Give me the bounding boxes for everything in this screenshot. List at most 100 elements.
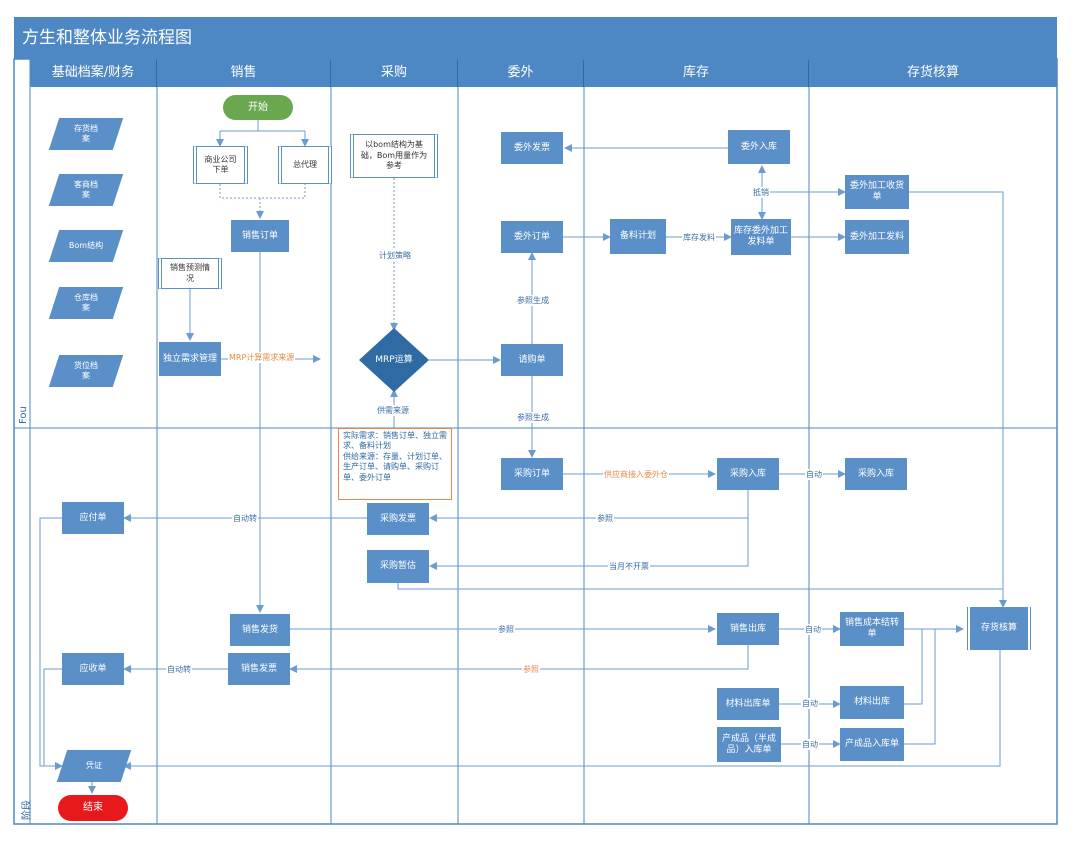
- edge-auto-3: 自动: [801, 698, 819, 709]
- independent-demand-label: 独立需求管理: [162, 353, 217, 364]
- material-plan-node[interactable]: 备料计划: [610, 219, 666, 254]
- purchase-order-node[interactable]: 采购订单: [501, 458, 563, 490]
- page-title: 方生和整体业务流程图: [14, 17, 1057, 59]
- sales-delivery-node[interactable]: 销售发货: [230, 614, 290, 646]
- acc-sales-cost-node[interactable]: 销售成本结转单: [840, 612, 904, 646]
- sales-order-label: 销售订单: [241, 230, 278, 241]
- receivable-label: 应收单: [79, 663, 107, 674]
- edge-auto-transfer-2: 自动转: [166, 664, 192, 675]
- purchase-invoice-label: 采购发票: [379, 513, 416, 524]
- product-in-label: 产成品（半成 品）入库单: [721, 733, 776, 755]
- edge-mrp-source: MRP计算需求来源: [228, 352, 296, 363]
- receivable-node[interactable]: 应收单: [62, 653, 124, 685]
- purchase-request-node[interactable]: 请购单: [501, 344, 563, 376]
- edge-supply-source: 供需来源: [376, 405, 410, 416]
- outsource-invoice-label: 委外发票: [513, 142, 550, 153]
- start-node[interactable]: 开始: [223, 95, 293, 120]
- acc-outsource-receipt-node[interactable]: 委外加工收货 单: [845, 175, 909, 209]
- edge-ref-gen-2: 参照生成: [516, 412, 550, 423]
- end-node-label: 结束: [83, 802, 103, 813]
- purchase-order-label: 采购订单: [513, 468, 550, 479]
- acc-product-in-label: 产成品入库单: [844, 739, 899, 750]
- lane-header-sales: 销售: [157, 59, 331, 87]
- edge-supplier-receipt: 供应商接入委外仓: [603, 469, 669, 480]
- outsource-order-label: 委外订单: [513, 231, 550, 242]
- sales-issue-inv-node[interactable]: 销售出库: [717, 613, 779, 645]
- bom-basis-node[interactable]: 以bom结构为基 础，Bom用量作为 参考: [350, 134, 438, 178]
- sales-forecast-node[interactable]: 销售预测情 况: [158, 258, 222, 289]
- edge-auto-4: 自动: [801, 739, 819, 750]
- edge-ref-2: 参照: [497, 624, 515, 635]
- voucher-label: 凭证: [86, 760, 102, 770]
- acc-sales-cost-label: 销售成本结转单: [844, 618, 899, 639]
- outsource-receipt-node[interactable]: 委外入库: [728, 130, 790, 164]
- purchase-estimate-node[interactable]: 采购暂估: [367, 550, 429, 583]
- bom-node[interactable]: Bom结构: [48, 230, 124, 262]
- purchase-receipt-inv-label: 采购入库: [729, 468, 766, 479]
- material-plan-label: 备料计划: [619, 231, 656, 242]
- start-node-label: 开始: [248, 101, 268, 113]
- material-out-label: 材料出库单: [725, 698, 771, 709]
- lane-header-accounting: 存货核算: [809, 59, 1057, 87]
- acc-purchase-receipt-node[interactable]: 采购入库: [845, 458, 907, 490]
- mrp-diamond: [359, 328, 429, 392]
- general-agent-node[interactable]: 总代理: [278, 146, 332, 184]
- company-order-node[interactable]: 商业公司 下单: [193, 146, 248, 184]
- supply-demand-note: 实际需求：销售订单、独立需 求、备料计划 供给来源：存量、计划订单、 生产订单、…: [338, 428, 452, 500]
- edge-plan-strategy: 计划策略: [378, 250, 412, 261]
- stage-label-2: 阶段: [22, 800, 33, 820]
- outsource-order-node[interactable]: 委外订单: [501, 221, 563, 253]
- lane-header-purchase: 采购: [331, 59, 458, 87]
- edge-auto-2: 自动: [804, 624, 822, 635]
- inventory-file-node[interactable]: 存货档 案: [48, 118, 124, 150]
- independent-demand-node[interactable]: 独立需求管理: [159, 342, 221, 376]
- lane-header-inventory: 库存: [584, 59, 809, 87]
- material-out-node[interactable]: 材料出库单: [717, 688, 779, 720]
- lane-header-basic: 基础档案/财务: [30, 59, 157, 87]
- payable-label: 应付单: [79, 512, 107, 523]
- payable-node[interactable]: 应付单: [62, 502, 124, 534]
- inventory-accounting-node[interactable]: 存货核算: [965, 607, 1033, 650]
- purchase-invoice-node[interactable]: 采购发票: [367, 503, 429, 535]
- sales-order-node[interactable]: 销售订单: [231, 220, 289, 252]
- sales-issue-inv-label: 销售出库: [729, 623, 766, 634]
- sales-invoice-node[interactable]: 销售发票: [228, 653, 290, 685]
- customer-file-label: 客商档 案: [74, 179, 98, 199]
- outsource-material-issue-label: 库存委外加工 发料单: [734, 226, 789, 247]
- edge-stock-issue: 库存发料: [682, 232, 716, 243]
- inventory-file-label: 存货档 案: [74, 123, 98, 143]
- sales-invoice-label: 销售发票: [240, 663, 277, 674]
- acc-purchase-receipt-label: 采购入库: [857, 468, 894, 479]
- outsource-receipt-label: 委外入库: [740, 141, 777, 152]
- acc-material-out-node[interactable]: 材料出库: [840, 686, 904, 719]
- voucher-node[interactable]: 凭证: [56, 750, 132, 782]
- purchase-request-label: 请购单: [518, 354, 546, 365]
- edge-auto-1: 自动: [805, 469, 823, 480]
- edge-ref-gen-1: 参照生成: [516, 295, 550, 306]
- purchase-estimate-label: 采购暂估: [379, 561, 416, 572]
- sales-delivery-label: 销售发货: [241, 624, 278, 635]
- customer-file-node[interactable]: 客商档 案: [48, 174, 124, 206]
- location-file-label: 货位档 案: [74, 360, 98, 380]
- acc-material-out-label: 材料出库: [853, 697, 890, 708]
- acc-outsource-issue-node[interactable]: 委外加工发料: [845, 220, 909, 254]
- product-in-node[interactable]: 产成品（半成 品）入库单: [717, 727, 781, 762]
- end-node[interactable]: 结束: [58, 795, 128, 821]
- mrp-label: MRP运算: [375, 354, 413, 365]
- stage-label-1: Fou: [18, 406, 29, 424]
- outsource-invoice-node[interactable]: 委外发票: [501, 132, 563, 164]
- inventory-accounting-label: 存货核算: [980, 623, 1017, 634]
- edge-offset: 抵销: [752, 187, 770, 198]
- location-file-node[interactable]: 货位档 案: [48, 355, 124, 387]
- outsource-material-issue-node[interactable]: 库存委外加工 发料单: [731, 219, 791, 255]
- mrp-node[interactable]: MRP运算: [359, 343, 429, 377]
- acc-outsource-receipt-label: 委外加工收货 单: [849, 181, 904, 202]
- acc-product-in-node[interactable]: 产成品入库单: [840, 728, 904, 761]
- purchase-receipt-inv-node[interactable]: 采购入库: [717, 458, 779, 490]
- warehouse-file-node[interactable]: 仓库档 案: [48, 287, 124, 319]
- bom-label: Bom结构: [68, 240, 104, 250]
- edge-ref-3: 参照: [522, 664, 540, 675]
- edge-ref-1: 参照: [596, 513, 614, 524]
